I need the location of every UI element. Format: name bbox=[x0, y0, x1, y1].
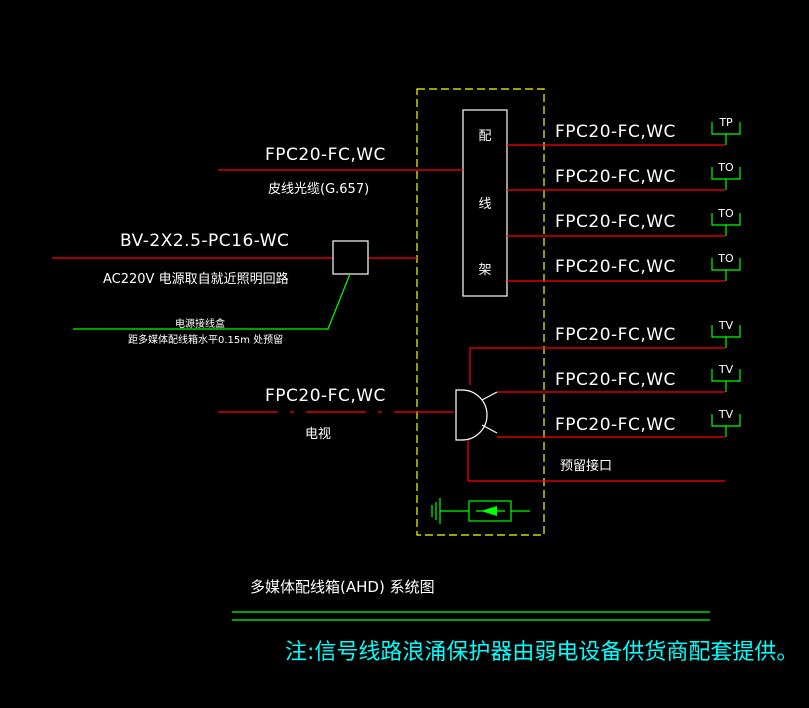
terminal-outlet-2: TO bbox=[711, 161, 741, 190]
terminal-outlet-5: TV bbox=[711, 319, 741, 348]
splitter-conn-2 bbox=[481, 424, 498, 434]
patch-panel-char-1: 配 bbox=[478, 129, 491, 144]
fiber-desc-label: 皮线光缆(G.657) bbox=[268, 181, 369, 197]
power-desc-label: AC220V 电源取自就近照明回路 bbox=[103, 271, 289, 287]
output-spec-6: FPC20-FC,WC bbox=[555, 370, 676, 390]
terminal-outlet-3: TO bbox=[711, 207, 741, 236]
patch-panel-char-2: 线 bbox=[478, 197, 491, 212]
power-spec-label: BV-2X2.5-PC16-WC bbox=[120, 231, 289, 251]
terminal-label-3: TO bbox=[717, 207, 734, 220]
output-spec-3: FPC20-FC,WC bbox=[555, 212, 676, 232]
tv-splitter bbox=[455, 389, 488, 441]
patch-panel-char-3: 架 bbox=[478, 263, 491, 278]
footnote-text: 注:信号线路浪涌保护器由弱电设备供货商配套提供。 bbox=[285, 640, 798, 665]
output-spec-5: FPC20-FC,WC bbox=[555, 325, 676, 345]
surge-protector-ground-icon bbox=[431, 498, 530, 524]
power-junction-box bbox=[332, 240, 369, 275]
terminal-label-1: TP bbox=[718, 116, 733, 129]
output-spec-7: FPC20-FC,WC bbox=[555, 415, 676, 435]
tv-desc-label: 电视 bbox=[305, 427, 331, 442]
distribution-box-outline bbox=[416, 88, 545, 536]
terminal-label-4: TO bbox=[717, 252, 734, 265]
terminal-label-6: TV bbox=[718, 363, 734, 376]
terminal-label-7: TV bbox=[718, 408, 734, 421]
tv-spec-label: FPC20-FC,WC bbox=[265, 386, 386, 406]
diagram-title: 多媒体配线箱(AHD) 系统图 bbox=[250, 578, 435, 596]
output-spec-2: FPC20-FC,WC bbox=[555, 167, 676, 187]
terminal-label-2: TO bbox=[717, 161, 734, 174]
reserved-port-label: 预留接口 bbox=[560, 458, 612, 474]
power-box-note-1: 电源接线盒 bbox=[175, 317, 225, 330]
output-spec-4: FPC20-FC,WC bbox=[555, 257, 676, 277]
output-spec-1: FPC20-FC,WC bbox=[555, 122, 676, 142]
terminal-outlet-1: TP bbox=[711, 116, 741, 145]
splitter-branch-reserve bbox=[467, 440, 725, 482]
splitter-branch-upper bbox=[469, 347, 725, 385]
patch-panel bbox=[462, 109, 508, 297]
fiber-spec-label: FPC20-FC,WC bbox=[265, 145, 386, 165]
terminal-label-5: TV bbox=[718, 319, 734, 332]
power-note-leader bbox=[73, 273, 351, 330]
terminal-outlet-7: TV bbox=[711, 408, 741, 437]
splitter-conn-1 bbox=[481, 391, 498, 401]
power-box-note-2: 距多媒体配线箱水平0.15m 处预留 bbox=[128, 333, 283, 346]
terminal-outlet-6: TV bbox=[711, 363, 741, 392]
terminal-outlet-4: TO bbox=[711, 252, 741, 281]
